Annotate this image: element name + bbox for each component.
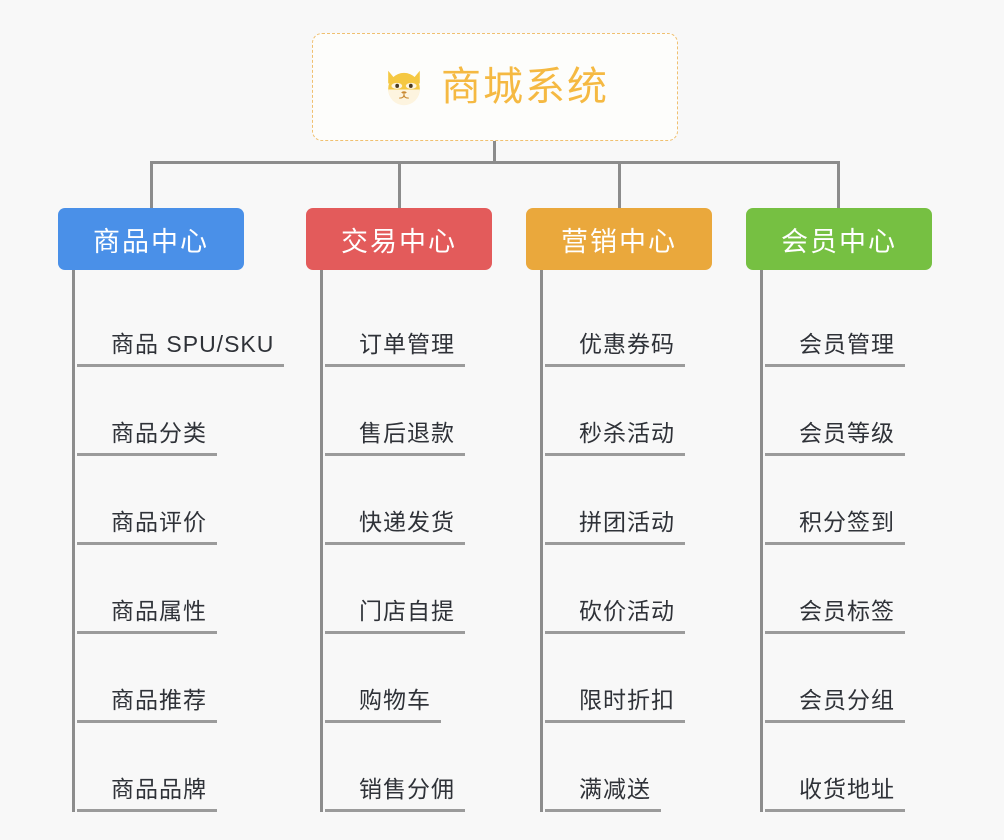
list-item-label: 限时折扣 bbox=[545, 687, 685, 723]
list-item[interactable]: 满减送 bbox=[545, 723, 712, 812]
list-item-label: 门店自提 bbox=[325, 598, 465, 634]
list-item[interactable]: 商品推荐 bbox=[77, 634, 244, 723]
list-item-label: 会员等级 bbox=[765, 420, 905, 456]
branch-header-marketing-center[interactable]: 营销中心 bbox=[526, 208, 712, 270]
list-item[interactable]: 拼团活动 bbox=[545, 456, 712, 545]
list-item-label: 商品推荐 bbox=[77, 687, 217, 723]
list-item-label: 拼团活动 bbox=[545, 509, 685, 545]
branch-title: 交易中心 bbox=[341, 226, 457, 257]
branch-items-product-center: 商品 SPU/SKU 商品分类 商品评价 商品属性 商品推荐 商品品牌 bbox=[72, 270, 285, 812]
connector-bus bbox=[150, 161, 840, 164]
branch-member-center: 会员中心 会员管理 会员等级 积分签到 会员标签 会员分组 收货地址 bbox=[746, 208, 932, 812]
branch-items-trade-center: 订单管理 售后退款 快递发货 门店自提 购物车 销售分佣 bbox=[320, 270, 492, 812]
branch-marketing-center: 营销中心 优惠券码 秒杀活动 拼团活动 砍价活动 限时折扣 满减送 bbox=[526, 208, 712, 812]
list-item[interactable]: 销售分佣 bbox=[325, 723, 492, 812]
list-item[interactable]: 秒杀活动 bbox=[545, 367, 712, 456]
list-item-label: 满减送 bbox=[545, 776, 661, 812]
list-item-label: 销售分佣 bbox=[325, 776, 465, 812]
list-item[interactable]: 会员管理 bbox=[765, 278, 932, 367]
list-item[interactable]: 砍价活动 bbox=[545, 545, 712, 634]
connector-drop-member-center bbox=[837, 161, 840, 208]
shiba-dog-face-icon bbox=[388, 70, 420, 106]
branch-header-product-center[interactable]: 商品中心 bbox=[58, 208, 244, 270]
branch-title: 商品中心 bbox=[93, 226, 209, 257]
connector-stem bbox=[493, 141, 496, 163]
list-item-label: 会员分组 bbox=[765, 687, 905, 723]
branch-title: 会员中心 bbox=[781, 226, 897, 257]
branch-title: 营销中心 bbox=[561, 226, 677, 257]
list-item[interactable]: 优惠券码 bbox=[545, 278, 712, 367]
root-title: 商城系统 bbox=[441, 65, 609, 109]
list-item-label: 商品属性 bbox=[77, 598, 217, 634]
list-item-label: 商品评价 bbox=[77, 509, 217, 545]
list-item[interactable]: 商品 SPU/SKU bbox=[77, 278, 285, 367]
branch-header-member-center[interactable]: 会员中心 bbox=[746, 208, 932, 270]
connector-drop-marketing-center bbox=[618, 161, 621, 208]
list-item-label: 会员管理 bbox=[765, 331, 905, 367]
list-item[interactable]: 限时折扣 bbox=[545, 634, 712, 723]
list-item[interactable]: 会员标签 bbox=[765, 545, 932, 634]
list-item-label: 商品分类 bbox=[77, 420, 217, 456]
list-item-label: 订单管理 bbox=[325, 331, 465, 367]
branch-items-marketing-center: 优惠券码 秒杀活动 拼团活动 砍价活动 限时折扣 满减送 bbox=[540, 270, 712, 812]
branch-items-member-center: 会员管理 会员等级 积分签到 会员标签 会员分组 收货地址 bbox=[760, 270, 932, 812]
branch-header-trade-center[interactable]: 交易中心 bbox=[306, 208, 492, 270]
list-item[interactable]: 商品评价 bbox=[77, 456, 244, 545]
list-item[interactable]: 售后退款 bbox=[325, 367, 492, 456]
list-item[interactable]: 会员分组 bbox=[765, 634, 932, 723]
connector-drop-product-center bbox=[150, 161, 153, 208]
list-item-label: 秒杀活动 bbox=[545, 420, 685, 456]
list-item-label: 积分签到 bbox=[765, 509, 905, 545]
list-item[interactable]: 快递发货 bbox=[325, 456, 492, 545]
branch-product-center: 商品中心 商品 SPU/SKU 商品分类 商品评价 商品属性 商品推荐 商品品牌 bbox=[58, 208, 285, 812]
root-node[interactable]: 商城系统 bbox=[312, 33, 678, 141]
list-item-label: 快递发货 bbox=[325, 509, 465, 545]
branch-trade-center: 交易中心 订单管理 售后退款 快递发货 门店自提 购物车 销售分佣 bbox=[306, 208, 492, 812]
list-item[interactable]: 订单管理 bbox=[325, 278, 492, 367]
list-item-label: 购物车 bbox=[325, 687, 441, 723]
list-item-label: 砍价活动 bbox=[545, 598, 685, 634]
list-item[interactable]: 门店自提 bbox=[325, 545, 492, 634]
list-item-label: 售后退款 bbox=[325, 420, 465, 456]
list-item[interactable]: 商品品牌 bbox=[77, 723, 244, 812]
list-item[interactable]: 商品分类 bbox=[77, 367, 244, 456]
connector-drop-trade-center bbox=[398, 161, 401, 208]
list-item-label: 商品品牌 bbox=[77, 776, 217, 812]
list-item[interactable]: 购物车 bbox=[325, 634, 492, 723]
list-item-label: 商品 SPU/SKU bbox=[77, 331, 285, 367]
list-item-label: 优惠券码 bbox=[545, 331, 685, 367]
list-item-label: 收货地址 bbox=[765, 776, 905, 812]
list-item[interactable]: 商品属性 bbox=[77, 545, 244, 634]
list-item[interactable]: 积分签到 bbox=[765, 456, 932, 545]
list-item[interactable]: 会员等级 bbox=[765, 367, 932, 456]
list-item-label: 会员标签 bbox=[765, 598, 905, 634]
list-item[interactable]: 收货地址 bbox=[765, 723, 932, 812]
